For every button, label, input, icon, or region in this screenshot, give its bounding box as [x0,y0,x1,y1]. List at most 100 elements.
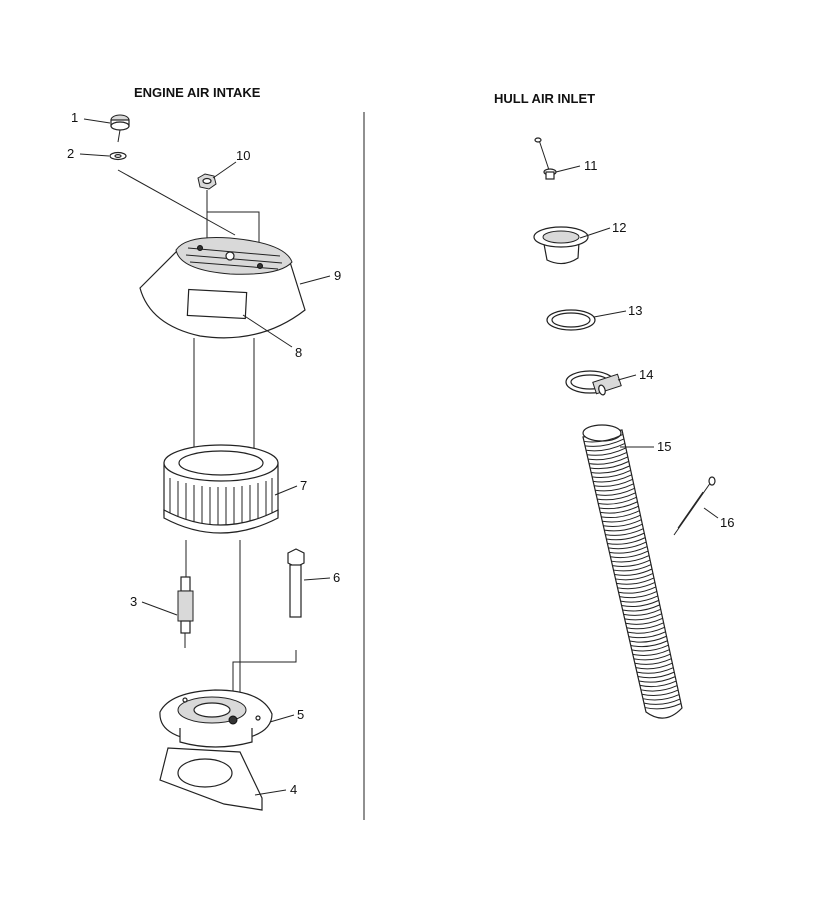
hose-rib [594,478,633,487]
part-3-fitting [177,576,194,648]
hose-rib [598,496,637,505]
part-13-ring [546,309,596,331]
hose-rib [611,555,650,563]
hose-rib [640,685,678,692]
leader-13 [593,310,627,318]
leader-9 [299,275,331,285]
hose-rib [616,577,655,585]
callout-3: 3 [130,594,137,609]
part-9-cover [139,237,306,339]
hull-air-inlet-title: HULL AIR INLET [494,91,595,106]
hose-rib [635,662,673,670]
leader-16 [703,507,719,519]
leader-10 [212,161,237,179]
hose-rib [595,483,634,492]
hose-rib [588,451,628,461]
part-5-base-plate [159,689,273,748]
leader-2 [79,153,110,157]
hose-rib [617,581,656,590]
leader-3 [141,601,178,616]
leader-8 [242,314,293,348]
bracket-6 [232,650,297,700]
hose-rib [597,492,636,501]
callout-12: 12 [612,220,626,235]
hose-rib [643,698,681,705]
hose-rib [608,541,647,550]
part-6-spacer [287,548,305,618]
hose-rib [615,573,654,581]
hose-rib [586,447,627,456]
hose-rib [621,599,659,608]
hose-rib [593,474,632,483]
hose-rib [602,514,641,523]
hose-rib [585,443,626,452]
hose-rib [619,590,658,599]
callout-1: 1 [71,110,78,125]
hose-rib [629,635,667,643]
hose-rib [634,658,672,665]
part-8-decal [186,288,248,320]
bracket-10a [206,190,260,260]
part-1-cap [110,114,130,143]
part-15-hose [582,424,683,719]
callout-8: 8 [295,345,302,360]
hose-rib [584,438,625,447]
hose-rib [630,640,668,648]
hose-rib [601,510,640,519]
part-2-washer [109,151,127,161]
hose-rib [605,528,644,536]
leader-6 [303,577,331,581]
hose-rib [613,564,652,572]
part-11-screw [534,137,557,180]
hose-rib [590,460,629,470]
leader-12 [579,227,611,239]
leader-14 [617,374,637,381]
hose-rib [642,694,680,701]
hose-rib [638,676,676,683]
hose-rib [637,671,675,679]
hose-rib [623,608,661,616]
hose-rib [603,519,642,527]
hose-rib [622,604,660,612]
hose-rib [624,613,662,621]
part-4-gasket [159,747,263,811]
callout-7: 7 [300,478,307,493]
hose-rib [612,559,651,567]
part-7-air-filter [163,444,279,534]
hose-rib [633,653,671,661]
hose-rib [607,537,646,545]
part-14-clamp [565,370,622,396]
callout-9: 9 [334,268,341,283]
leader-7 [274,485,298,496]
hose-rib [600,505,639,514]
callout-15: 15 [657,439,671,454]
hose-rib [631,644,669,652]
leader-11 [555,165,581,173]
hose-rib [589,456,629,465]
leader-1 [83,118,111,124]
hose-rib [627,626,665,634]
hose-rib [614,568,653,576]
hose-rib [641,689,679,696]
engine-air-intake-title: ENGINE AIR INTAKE [134,85,261,100]
leader-5 [269,714,295,723]
hose-rib [626,622,664,630]
callout-14: 14 [639,367,653,382]
hose-rib [609,546,648,554]
hose-rib [644,703,682,710]
hose-rib [591,465,630,474]
hose-rib [592,469,631,479]
assembly-line-2 [117,169,236,236]
hose-rib [620,595,659,603]
hose-rib [610,550,649,559]
hose-rib [599,501,638,510]
callout-13: 13 [628,303,642,318]
hose-rib [628,631,666,639]
hose-rib [606,532,645,541]
callout-2: 2 [67,146,74,161]
leader-4 [254,789,287,796]
hose-rib [632,649,670,656]
callout-4: 4 [290,782,297,797]
